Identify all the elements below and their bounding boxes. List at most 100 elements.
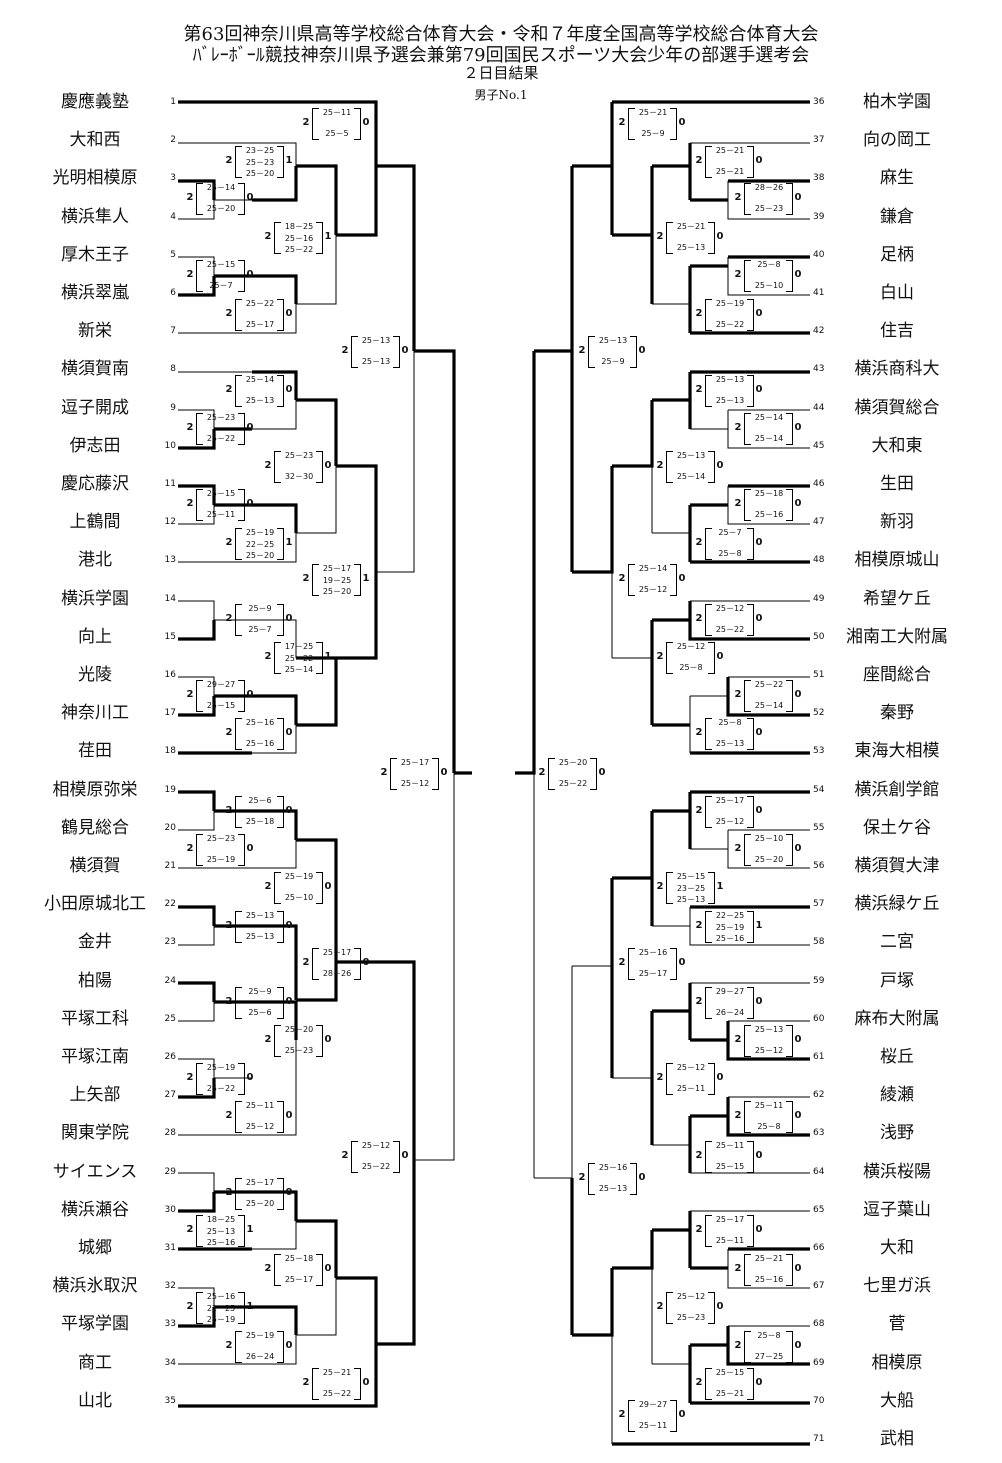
team-name: 保土ケ谷 xyxy=(863,818,931,838)
sets-won-winner: 2 xyxy=(225,308,233,319)
sets-won-winner: 2 xyxy=(225,537,233,548)
bracket-line xyxy=(376,164,416,351)
bracket-line xyxy=(376,1160,416,1346)
sets-won-winner: 2 xyxy=(264,881,272,892)
bracket-right-mark xyxy=(670,1400,677,1432)
bracket-left-mark xyxy=(196,680,203,712)
team-name: 平塚学園 xyxy=(61,1314,129,1334)
bracket-right-mark xyxy=(786,1254,793,1286)
bracket-right-mark xyxy=(786,1331,793,1363)
team-name: 大和 xyxy=(880,1238,914,1258)
bracket-line xyxy=(727,830,810,869)
bracket-line xyxy=(689,907,810,946)
set-score: 25－13 xyxy=(206,1226,236,1236)
bracket-right-mark xyxy=(786,680,793,712)
sets-won-loser: 0 xyxy=(362,117,370,128)
team-name: 新羽 xyxy=(880,512,914,532)
seed-number: 67 xyxy=(813,1281,825,1291)
team-name: 港北 xyxy=(78,550,112,570)
sets-won-winner: 2 xyxy=(264,651,272,662)
team-name: 湘南工大附属 xyxy=(846,627,948,647)
bracket-left-mark xyxy=(705,796,712,828)
sets-won-loser: 0 xyxy=(716,1301,724,1312)
bracket-line xyxy=(296,164,338,235)
bracket-left-mark xyxy=(312,564,319,596)
set-score: 25－14 xyxy=(754,701,784,710)
set-score: 28－26 xyxy=(754,183,784,192)
bracket-right-mark xyxy=(670,948,677,980)
bracket-line xyxy=(178,276,216,297)
bracket-right-mark xyxy=(277,146,284,178)
bracket-line xyxy=(252,1000,298,1040)
sets-won-winner: 2 xyxy=(302,117,310,128)
set-score: 25－13 xyxy=(361,336,391,345)
team-name: 大船 xyxy=(880,1391,914,1411)
bracket-right-mark xyxy=(354,108,361,140)
set-score: 25－20 xyxy=(206,204,236,213)
set-score: 25－11 xyxy=(676,1084,706,1093)
bracket-left-mark xyxy=(744,834,751,866)
set-score: 25－18 xyxy=(245,817,275,826)
set-score: 25－21 xyxy=(715,146,745,155)
sets-won-loser: 0 xyxy=(794,1110,802,1121)
bracket-line xyxy=(178,1307,216,1328)
set-score: 25－15 xyxy=(715,1162,745,1171)
set-score: 25－17 xyxy=(245,320,275,329)
bracket-line xyxy=(178,179,216,200)
sets-won-winner: 2 xyxy=(656,881,664,892)
sets-won-winner: 2 xyxy=(734,843,742,854)
sets-won-loser: 0 xyxy=(794,498,802,509)
bracket-right-mark xyxy=(238,260,245,292)
team-name: 向上 xyxy=(78,627,112,647)
day-results-title: ２日目結果 xyxy=(463,64,539,82)
bracket-left-mark xyxy=(235,796,242,828)
set-score: 25－13 xyxy=(245,932,275,941)
set-score: 25－16 xyxy=(206,1292,236,1301)
bracket-right-mark xyxy=(238,489,245,521)
team-name: 横浜氷取沢 xyxy=(52,1276,138,1296)
bracket-left-mark xyxy=(274,451,281,483)
sets-won-winner: 2 xyxy=(695,1224,703,1235)
set-score: 25－23 xyxy=(754,204,784,213)
bracket-left-mark xyxy=(274,222,281,254)
set-score: 21－25 xyxy=(206,1303,236,1313)
team-name: 横須賀 xyxy=(69,856,121,876)
set-score: 25－16 xyxy=(206,1238,236,1247)
sets-won-winner: 2 xyxy=(695,805,703,816)
sets-won-loser: 0 xyxy=(678,957,686,968)
set-score: 25－8 xyxy=(718,718,742,727)
bracket-line xyxy=(178,429,216,450)
bracket-line xyxy=(534,166,574,353)
sets-won-winner: 2 xyxy=(186,192,194,203)
bracket-left-mark xyxy=(274,872,281,904)
set-score: 22－25 xyxy=(245,539,275,549)
bracket-right-mark xyxy=(238,183,245,215)
sets-won-loser: 0 xyxy=(755,1377,763,1388)
team-name: 白山 xyxy=(880,283,914,303)
bracket-line xyxy=(296,1278,337,1336)
set-score: 25－22 xyxy=(206,434,236,443)
set-score: 25－15 xyxy=(715,1368,745,1377)
sets-won-winner: 2 xyxy=(695,1150,703,1161)
seed-number: 19 xyxy=(164,785,176,795)
sets-won-loser: 0 xyxy=(324,881,332,892)
bracket-right-mark xyxy=(670,108,677,140)
team-name: 足柄 xyxy=(880,245,914,265)
sets-won-loser: 0 xyxy=(246,498,254,509)
set-score: 25－23 xyxy=(245,157,275,167)
set-score: 19－25 xyxy=(322,575,352,585)
